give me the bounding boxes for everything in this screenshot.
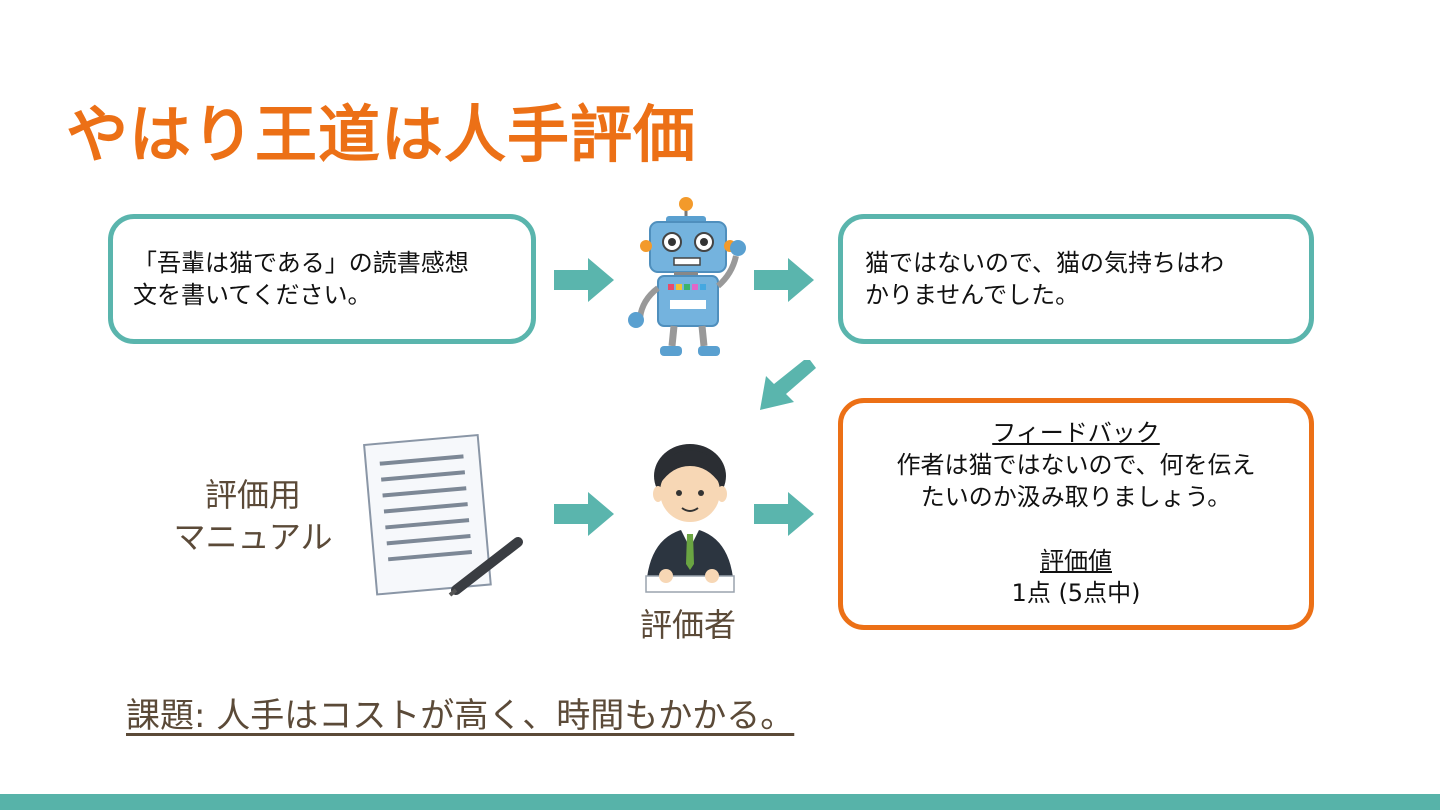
manual-label-line-1: 評価用 <box>168 474 338 516</box>
response-line-1: 猫ではないので、猫の気持ちはわ <box>865 247 1289 279</box>
footer-bar <box>0 794 1440 810</box>
feedback-line-1: 作者は猫ではないので、何を伝え <box>863 449 1289 481</box>
arrow-right-icon <box>754 258 814 302</box>
evaluator-label: 評価者 <box>620 604 756 646</box>
arrow-right-icon <box>754 492 814 536</box>
prompt-line-2: 文を書いてください。 <box>133 279 511 311</box>
evaluation-manual-icon <box>360 430 530 598</box>
feedback-box: フィードバック 作者は猫ではないので、何を伝え たいのか汲み取りましょう。 評価… <box>838 398 1314 630</box>
manual-label-line-2: マニュアル <box>168 516 338 558</box>
prompt-line-1: 「吾輩は猫である」の読書感想 <box>133 247 511 279</box>
score-value: 1点 (5点中) <box>863 577 1289 609</box>
manual-label: 評価用 マニュアル <box>168 474 338 558</box>
arrow-down-left-icon <box>760 360 816 410</box>
arrow-right-icon <box>554 258 614 302</box>
robot-icon <box>624 196 754 362</box>
prompt-box: 「吾輩は猫である」の読書感想 文を書いてください。 <box>108 214 536 344</box>
bottom-note: 課題: 人手はコストが高く、時間もかかる。 <box>126 688 794 737</box>
feedback-heading: フィードバック <box>863 417 1289 449</box>
slide-title: やはり王道は人手評価 <box>66 84 696 174</box>
arrow-right-icon <box>554 492 614 536</box>
evaluator-person-icon <box>636 430 744 596</box>
score-heading: 評価値 <box>863 545 1289 577</box>
feedback-line-2: たいのか汲み取りましょう。 <box>863 481 1289 513</box>
feedback-spacer <box>863 513 1289 545</box>
response-line-2: かりませんでした。 <box>865 279 1289 311</box>
response-box: 猫ではないので、猫の気持ちはわ かりませんでした。 <box>838 214 1314 344</box>
